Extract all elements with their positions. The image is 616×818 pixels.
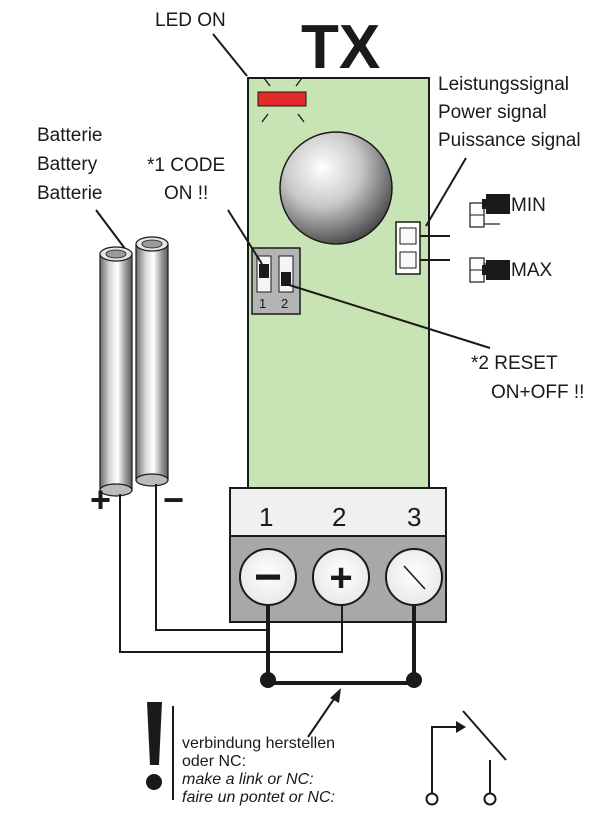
- terminal-number-2: 2: [332, 502, 346, 532]
- battery-cells-icon: [99, 236, 169, 497]
- terminal-number-1: 1: [259, 502, 273, 532]
- code-label-line1: *1 CODE: [147, 155, 225, 176]
- wire-plus: [119, 494, 343, 653]
- power-label-line3: Puissance signal: [438, 130, 581, 151]
- power-jumper-header[interactable]: [395, 221, 421, 275]
- warning-exclamation-icon: [146, 702, 162, 790]
- warning-line1: verbindung herstellen: [182, 735, 335, 752]
- battery-label-line3: Batterie: [37, 183, 102, 204]
- led-label: LED ON: [155, 10, 226, 31]
- jumper-max-label: MAX: [511, 260, 553, 281]
- terminal-screw-1[interactable]: −: [239, 548, 297, 606]
- power-label-line1: Leistungssignal: [438, 74, 569, 95]
- warning-line4: faire un pontet or NC:: [182, 789, 335, 806]
- led-indicator: [257, 91, 307, 107]
- dip-number-1: 1: [259, 296, 266, 311]
- title-tx: TX: [301, 13, 380, 82]
- terminal-screw-3[interactable]: [385, 548, 443, 606]
- code-label-line2: ON !!: [164, 183, 208, 204]
- battery-label-line2: Battery: [37, 154, 98, 175]
- nc-contact-icon: [425, 710, 507, 806]
- dip-number-2: 2: [281, 296, 288, 311]
- power-label-line2: Power signal: [438, 102, 547, 123]
- battery-label-line1: Batterie: [37, 125, 102, 146]
- reset-label-line2: ON+OFF !!: [491, 382, 584, 403]
- led-rays-icon: [261, 77, 305, 123]
- warning-line2: oder NC:: [182, 753, 246, 770]
- terminal-screw-2[interactable]: +: [312, 548, 370, 606]
- warning-line3: make a link or NC:: [182, 771, 314, 788]
- jumper-min-label: MIN: [511, 195, 546, 216]
- screw-slot-icon: [403, 565, 426, 590]
- battery-plus-label: +: [90, 479, 111, 520]
- battery-minus-label: −: [163, 479, 184, 520]
- terminal-symbol-2: +: [329, 556, 352, 600]
- link-node-right: [406, 672, 422, 688]
- jumper-max-icon: [469, 257, 510, 283]
- arrow-head-icon: [330, 688, 341, 703]
- terminal-symbol-1: −: [254, 551, 282, 604]
- jumper-min-icon: [469, 194, 510, 228]
- sensor-lens: [279, 131, 393, 245]
- reset-label-line1: *2 RESET: [471, 353, 558, 374]
- link-node-left: [260, 672, 276, 688]
- terminal-number-3: 3: [407, 502, 421, 532]
